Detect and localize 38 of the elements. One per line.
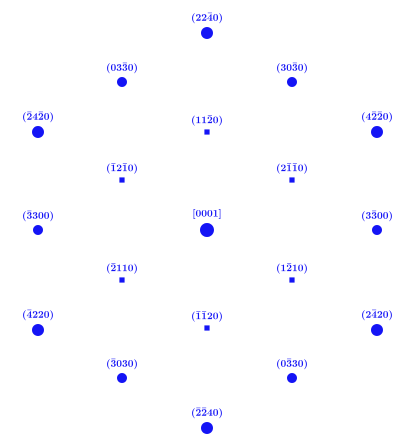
diffraction-spot [117, 77, 127, 87]
index-label: $(\bar{2}4\bar{2}0)$ [23, 112, 53, 122]
diffraction-spot [287, 77, 297, 87]
diffraction-spot [289, 277, 295, 283]
index-label: $(\bar{2}\bar{2}40)$ [192, 408, 222, 418]
index-label: $(\bar{1}\bar{1}20)$ [192, 311, 222, 322]
index-label: $(\bar{3}030)$ [107, 358, 137, 370]
index-label: $(0\bar{3}30)$ [277, 358, 307, 370]
diffraction-spot [204, 325, 210, 331]
diffraction-spot [289, 177, 295, 183]
index-label: $(1\bar{2}10)$ [277, 263, 307, 274]
diffraction-spot [32, 324, 44, 336]
diffraction-spot [201, 422, 213, 434]
diffraction-spot [119, 277, 125, 283]
diffraction-spot [371, 126, 383, 138]
diffraction-spot [287, 373, 297, 383]
diffraction-spot [119, 177, 125, 183]
diffraction-spot [200, 223, 214, 237]
diffraction-spot [372, 225, 382, 235]
index-label: $(22\bar{4}0)$ [192, 12, 222, 24]
diffraction-spot [201, 27, 213, 39]
index-label: $(03\bar{3}0)$ [107, 62, 137, 74]
index-label: $(2\bar{1}\bar{1}0)$ [277, 163, 307, 174]
diffraction-spot [117, 373, 127, 383]
diffraction-spot [32, 126, 44, 138]
index-label: $(11\bar{2}0)$ [192, 115, 222, 126]
index-label: $[0001]$ [194, 209, 220, 219]
index-label: $(\bar{4}220)$ [23, 310, 53, 320]
index-label: $(\bar{1}2\bar{1}0)$ [107, 163, 137, 174]
index-label: $(4\bar{2}\bar{2}0)$ [362, 112, 392, 122]
index-label: $(30\bar{3}0)$ [277, 62, 307, 74]
diffraction-spot [33, 225, 43, 235]
diffraction-spot [371, 324, 383, 336]
index-label: $(\bar{2}110)$ [107, 263, 137, 274]
index-label: $(3\bar{3}00)$ [362, 210, 392, 222]
index-label: $(2\bar{4}20)$ [362, 310, 392, 320]
index-label: $(\bar{3}300)$ [23, 210, 53, 222]
diffraction-spot [204, 129, 210, 135]
